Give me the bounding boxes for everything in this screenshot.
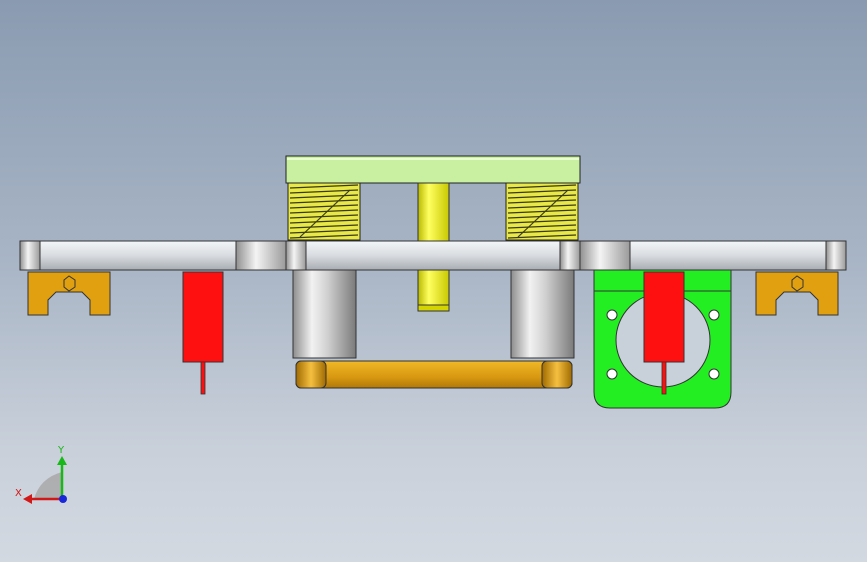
sensor-right[interactable] — [643, 271, 685, 395]
x-axis-arrow-icon — [23, 494, 32, 504]
spring-right[interactable] — [505, 182, 579, 241]
bushing-left[interactable] — [292, 269, 357, 359]
bottom-plate[interactable] — [295, 360, 573, 389]
x-axis-label: X — [15, 488, 22, 499]
z-axis-dot-icon — [59, 495, 67, 503]
linear-block-left[interactable] — [27, 271, 111, 316]
bushing-right[interactable] — [510, 269, 575, 359]
coordinate-triad: Y X — [15, 445, 67, 504]
y-axis-arrow-icon — [57, 456, 67, 465]
sensor-left[interactable] — [182, 271, 224, 395]
rail-bar[interactable] — [19, 240, 847, 271]
top-plate[interactable] — [285, 155, 581, 184]
y-axis-label: Y — [57, 445, 65, 456]
linear-block-right[interactable] — [755, 271, 839, 316]
spring-left[interactable] — [287, 182, 361, 241]
